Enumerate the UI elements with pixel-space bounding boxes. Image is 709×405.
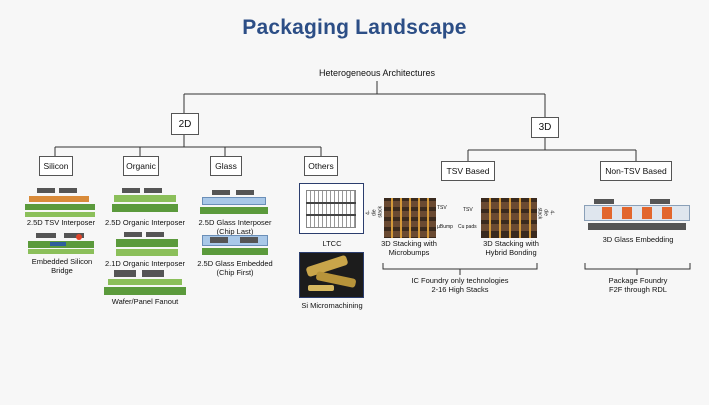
ltcc-image <box>299 183 364 234</box>
tsv-interposer-label: 2.5D TSV Interposer <box>26 218 96 227</box>
category-organic: Organic <box>123 156 159 176</box>
si-micromachining-image <box>299 252 364 298</box>
branch-3d-box: 3D <box>531 117 559 138</box>
category-glass: Glass <box>210 156 242 176</box>
embedded-bridge-label: Embedded Silicon Bridge <box>31 257 93 275</box>
hybrid-bonding-label: 3D Stacking with Hybrid Bonding <box>483 239 539 257</box>
wafer-fanout-image <box>104 270 186 296</box>
ic-foundry-note: IC Foundry only technologies 2-16 High S… <box>388 276 532 294</box>
tsv-right-label: TSV <box>463 207 473 213</box>
glass-interposer-image <box>200 190 268 216</box>
branch-2d-box: 2D <box>171 113 199 135</box>
category-non-tsv-based: Non-TSV Based <box>600 161 672 181</box>
glass-embedding-image <box>584 199 690 232</box>
tsv-left-label: TSV <box>437 205 447 211</box>
glass-embedded-label: 2.5D Glass Embedded (Chip First) <box>197 259 273 277</box>
ic-foundry-line2: 2-16 High Stacks <box>431 284 489 294</box>
ltcc-label: LTCC <box>322 239 342 248</box>
organic-interposer-21-label: 2.1D Organic Interposer <box>104 259 186 268</box>
hybrid-bonding-image <box>481 198 537 238</box>
microbump-stack-label: 3D Stacking with Microbumps <box>381 239 437 257</box>
ubump-label: µBump <box>437 224 453 230</box>
ic-foundry-line1: IC Foundry only technologies <box>411 276 509 285</box>
category-silicon: Silicon <box>39 156 73 176</box>
si-micromachining-label: Si Micromachining <box>301 301 363 310</box>
organic-interposer-21-image <box>116 232 178 259</box>
tsv-interposer-image <box>25 188 97 218</box>
organic-interposer-25-image <box>112 188 178 215</box>
organic-interposer-25-label: 2.5D Organic Interposer <box>104 218 186 227</box>
wafer-fanout-label: Wafer/Panel Fanout <box>111 297 179 306</box>
die-stack-left-label: 4-die stack <box>365 205 383 218</box>
glass-interposer-label: 2.5D Glass Interposer (Chip Last) <box>198 218 272 236</box>
category-tsv-based: TSV Based <box>441 161 495 181</box>
cu-pads-label: Cu pads <box>458 224 477 230</box>
page-title: Packaging Landscape <box>242 16 467 39</box>
package-foundry-line1: Package Foundry <box>608 276 668 285</box>
package-foundry-line2: F2F through RDL <box>609 284 667 294</box>
glass-embedding-label: 3D Glass Embedding <box>602 235 674 244</box>
category-others: Others <box>304 156 338 176</box>
microbump-stack-image <box>384 198 436 238</box>
die-stack-right-label: 4-die stack <box>537 207 555 220</box>
package-foundry-note: Package Foundry F2F through RDL <box>590 276 686 294</box>
root-label: Heterogeneous Architectures <box>318 68 436 78</box>
embedded-bridge-image <box>28 233 96 255</box>
glass-embedded-image <box>202 235 268 257</box>
